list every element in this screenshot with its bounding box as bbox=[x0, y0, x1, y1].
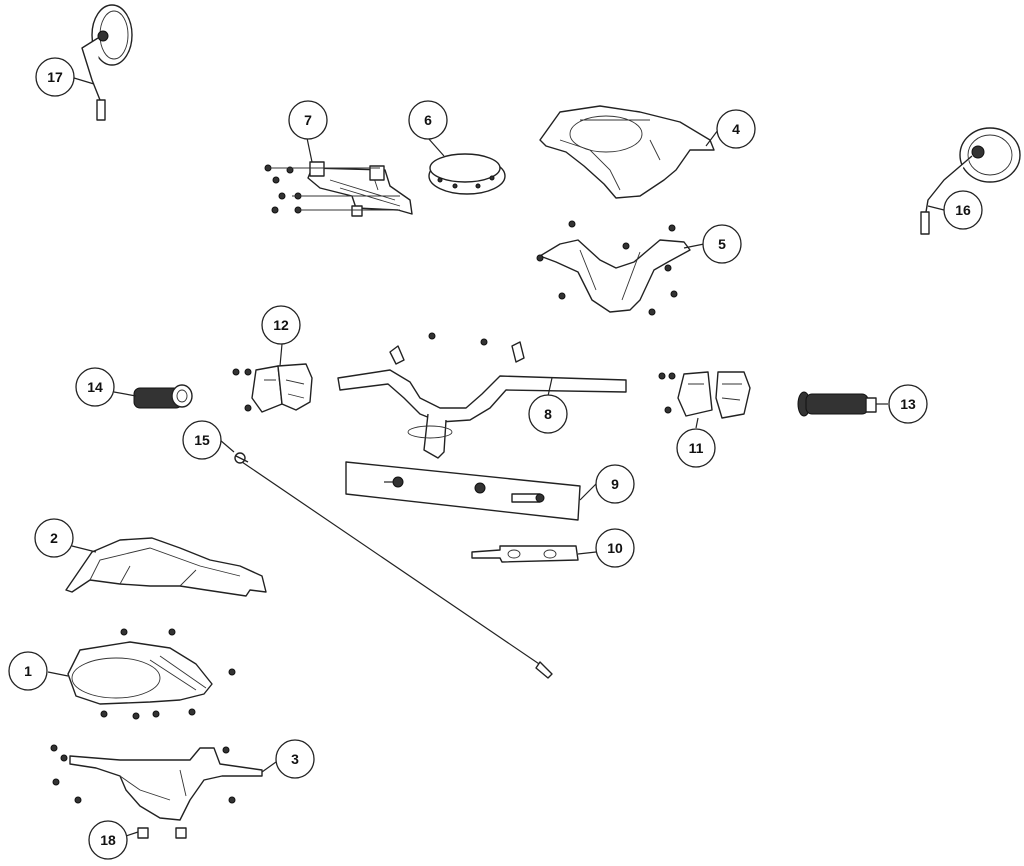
callout-17-label: 17 bbox=[47, 69, 63, 85]
part-8-handlebar bbox=[337, 332, 627, 459]
callout-15-label: 15 bbox=[194, 432, 210, 448]
part-12-left-switch bbox=[232, 363, 313, 413]
callout-13-label: 13 bbox=[900, 396, 916, 412]
callout-2-label: 2 bbox=[50, 530, 58, 546]
callout-17: 17 bbox=[35, 57, 75, 97]
callout-2: 2 bbox=[34, 518, 74, 558]
callout-11: 11 bbox=[676, 428, 716, 468]
callout-4-label: 4 bbox=[732, 121, 740, 137]
part-7-bracket bbox=[264, 161, 413, 217]
callout-16-label: 16 bbox=[955, 202, 971, 218]
part-5-rear-handle-cover bbox=[536, 220, 691, 316]
callout-1: 1 bbox=[8, 651, 48, 691]
callout-15: 15 bbox=[182, 420, 222, 460]
leader-lines bbox=[47, 77, 945, 837]
callout-18: 18 bbox=[88, 820, 128, 860]
callout-7: 7 bbox=[288, 100, 328, 140]
callout-18-label: 18 bbox=[100, 832, 116, 848]
part-13-right-grip bbox=[797, 391, 877, 417]
callout-9: 9 bbox=[595, 464, 635, 504]
callout-8: 8 bbox=[528, 394, 568, 434]
callout-7-label: 7 bbox=[304, 112, 312, 128]
callout-16: 16 bbox=[943, 190, 983, 230]
callout-4: 4 bbox=[716, 109, 756, 149]
callout-6-label: 6 bbox=[424, 112, 432, 128]
callout-12-label: 12 bbox=[273, 317, 289, 333]
part-9-plate bbox=[345, 461, 581, 521]
part-11-right-switch bbox=[658, 371, 751, 419]
callout-13: 13 bbox=[888, 384, 928, 424]
callout-3: 3 bbox=[275, 739, 315, 779]
callout-5: 5 bbox=[702, 224, 742, 264]
callout-10: 10 bbox=[595, 528, 635, 568]
callout-8-label: 8 bbox=[544, 406, 552, 422]
part-14-left-grip bbox=[133, 384, 193, 409]
callout-12: 12 bbox=[261, 305, 301, 345]
callout-14: 14 bbox=[75, 367, 115, 407]
callout-1-label: 1 bbox=[24, 663, 32, 679]
callout-3-label: 3 bbox=[291, 751, 299, 767]
part-2-top-cover bbox=[65, 537, 267, 597]
part-15-cable bbox=[234, 452, 553, 679]
part-18-clips bbox=[137, 827, 187, 839]
part-4-front-handle-cover bbox=[539, 105, 715, 199]
part-16-right-mirror bbox=[920, 127, 1021, 235]
part-10-key bbox=[471, 545, 579, 563]
callout-14-label: 14 bbox=[87, 379, 103, 395]
callout-6: 6 bbox=[408, 100, 448, 140]
part-3-lower-cover bbox=[50, 744, 263, 821]
part-17-left-mirror bbox=[81, 4, 133, 121]
callout-10-label: 10 bbox=[607, 540, 623, 556]
callout-5-label: 5 bbox=[718, 236, 726, 252]
part-6-meter bbox=[428, 153, 506, 195]
callout-11-label: 11 bbox=[689, 440, 704, 456]
callout-9-label: 9 bbox=[611, 476, 619, 492]
part-1-headlight-housing bbox=[67, 628, 236, 720]
